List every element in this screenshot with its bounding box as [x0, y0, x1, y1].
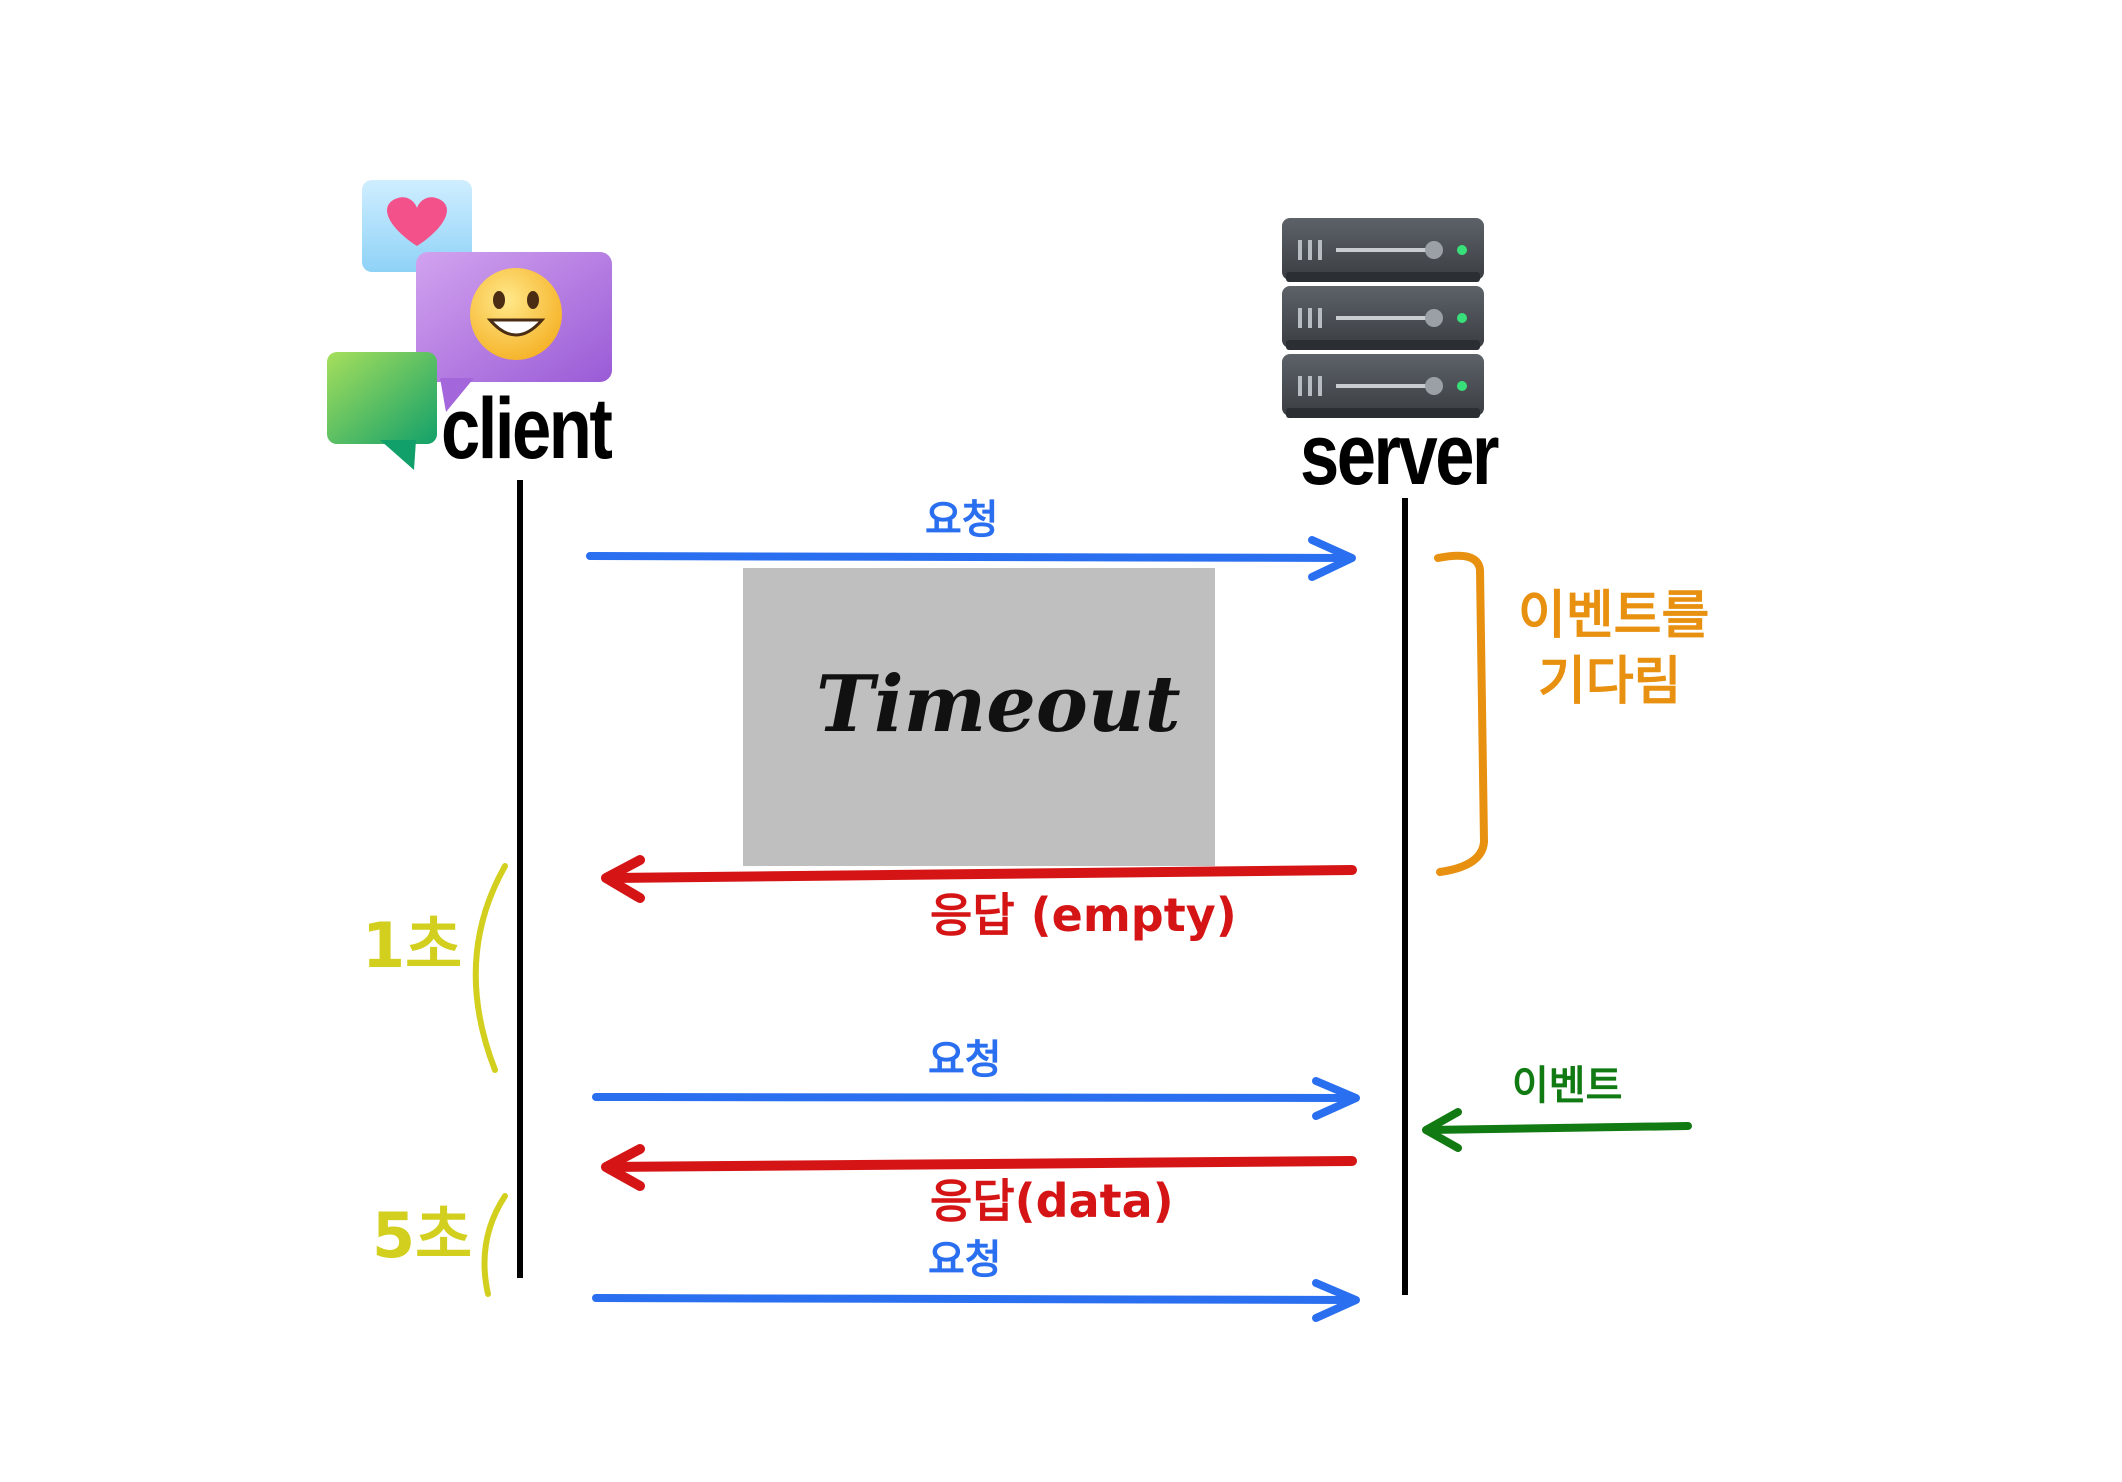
request-label: 요청	[928, 1037, 1002, 1083]
heart-bubble-icon	[362, 180, 472, 296]
wait-event-label: 기다림	[1538, 652, 1682, 712]
server-unit-icon	[1282, 286, 1484, 350]
smiley-bubble-icon	[416, 252, 612, 412]
request-arrow	[592, 1279, 1360, 1322]
client-label: client	[441, 381, 613, 477]
server-unit-icon	[1282, 218, 1484, 282]
request-label: 요청	[928, 1237, 1002, 1283]
response-arrow	[601, 1144, 1357, 1191]
interval-label: 5초	[372, 1199, 473, 1272]
response-label: 응답(data)	[930, 1174, 1174, 1228]
server-unit-icon	[1282, 354, 1484, 418]
server-rack-icon	[1282, 218, 1484, 418]
response-arrow	[601, 855, 1357, 903]
request-arrow	[586, 536, 1356, 581]
wait-bracket	[1434, 551, 1489, 876]
timeout-box	[743, 568, 1215, 866]
request-arrow	[592, 1077, 1360, 1120]
event-label: 이벤트	[1512, 1063, 1623, 1109]
interval-bracket-1	[472, 863, 508, 1073]
wait-event-label: 이벤트를	[1518, 586, 1710, 646]
response-label: 응답 (empty)	[930, 888, 1237, 942]
interval-label: 1초	[362, 909, 463, 982]
chat-bubbles-icon	[327, 180, 612, 470]
request-label: 요청	[925, 497, 999, 543]
server-label: server	[1300, 407, 1499, 503]
green-bubble-icon	[327, 352, 437, 470]
timeout-label: Timeout	[816, 659, 1181, 750]
interval-bracket-2	[481, 1193, 508, 1297]
event-arrow	[1422, 1108, 1692, 1152]
